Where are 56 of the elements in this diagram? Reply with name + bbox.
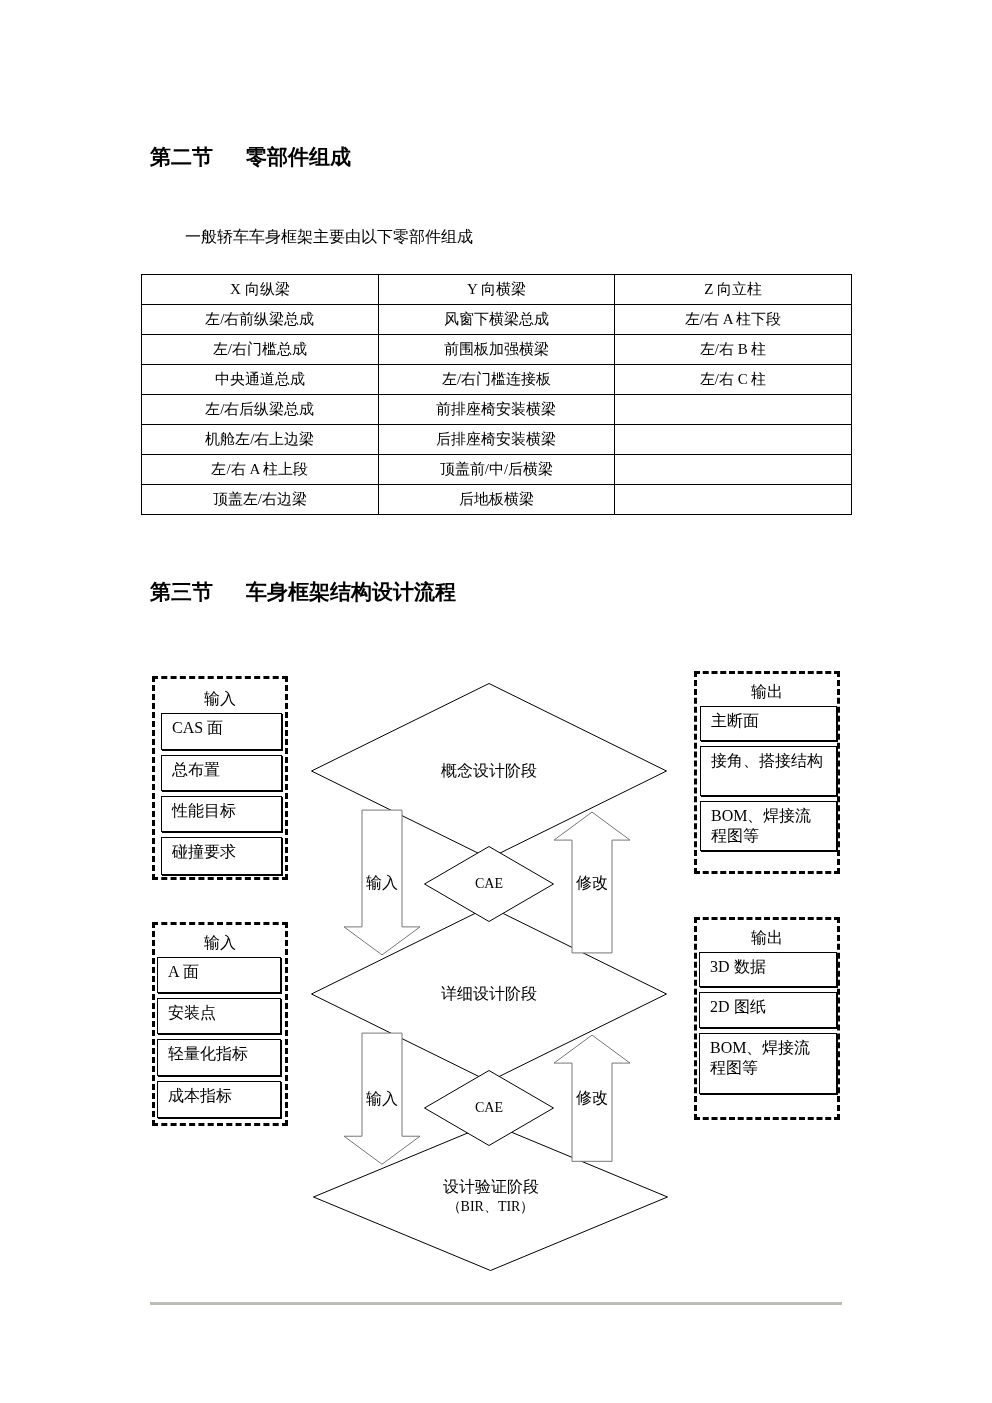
column-header: X 向纵梁	[230, 280, 290, 299]
stage-label: 概念设计阶段	[440, 761, 538, 781]
section-heading: 第二节 零部件组成	[150, 144, 352, 171]
item-box: 安装点	[157, 998, 281, 1034]
stage-label: 详细设计阶段	[440, 984, 538, 1004]
stage-label: （BIR、TIR）	[445, 1198, 536, 1216]
table-cell-text: 左/右 A 柱下段	[684, 310, 782, 329]
dashed-group-frame	[694, 917, 840, 1120]
item-box: 3D 数据	[699, 952, 837, 987]
analysis-label: CAE	[474, 1099, 504, 1117]
block-arrow	[553, 1034, 631, 1162]
item-box: 性能目标	[161, 796, 282, 832]
table-cell-text: 左/右 A 柱上段	[211, 460, 309, 479]
dashed-group-frame	[152, 676, 288, 880]
table-cell-text: 左/右 B 柱	[699, 340, 767, 359]
table-cell-text: 顶盖左/右边梁	[212, 490, 307, 509]
group-title: 输出	[750, 928, 784, 948]
group-title: 输入	[203, 933, 237, 953]
item-box: BOM、焊接流程图等	[700, 801, 837, 851]
item-box: 接角、搭接结构	[700, 746, 837, 796]
item-box: 2D 图纸	[699, 992, 837, 1028]
table-cell-text: 左/右 C 柱	[699, 370, 767, 389]
item-box: 成本指标	[157, 1081, 281, 1118]
item-box: 总布置	[161, 755, 282, 791]
block-arrow	[553, 811, 631, 954]
table-cell-text: 左/右门槛连接板	[441, 370, 552, 389]
intro-text: 一般轿车车身框架主要由以下零部件组成	[185, 227, 473, 247]
item-box: BOM、焊接流程图等	[699, 1033, 837, 1094]
group-title: 输入	[203, 689, 237, 709]
table-cell-text: 前排座椅安装横梁	[436, 400, 557, 419]
dashed-group-frame	[694, 671, 840, 874]
block-arrow	[343, 809, 421, 956]
table-cell-text: 前围板加强横梁	[444, 340, 549, 359]
table-cell-text: 后地板横梁	[459, 490, 534, 509]
item-box: 主断面	[700, 706, 837, 741]
table-cell-text: 中央通道总成	[214, 370, 305, 389]
table-cell-text: 左/右后纵梁总成	[205, 400, 315, 419]
analysis-label: CAE	[474, 875, 504, 893]
block-arrow	[343, 1032, 421, 1165]
item-box: CAS 面	[161, 713, 282, 750]
column-header: Z 向立柱	[704, 280, 763, 299]
dashed-group-frame	[152, 922, 288, 1126]
table-cell-text: 机舱左/右上边梁	[205, 430, 315, 449]
section-heading: 第三节 车身框架结构设计流程	[150, 579, 457, 606]
item-box: 碰撞要求	[161, 837, 282, 875]
stage-label: 设计验证阶段	[441, 1177, 540, 1197]
table-cell-text: 风窗下横梁总成	[444, 310, 549, 329]
table-cell-text: 左/右前纵梁总成	[205, 310, 315, 329]
table-cell-text: 后排座椅安装横梁	[436, 430, 557, 449]
table-cell-text: 左/右门槛总成	[212, 340, 307, 359]
column-header: Y 向横梁	[466, 280, 526, 299]
item-box: A 面	[157, 957, 281, 993]
group-title: 输出	[750, 682, 784, 702]
table-cell-text: 顶盖前/中/后横梁	[439, 460, 554, 479]
item-box: 轻量化指标	[157, 1039, 281, 1076]
edge-label: 修改	[576, 1089, 608, 1108]
